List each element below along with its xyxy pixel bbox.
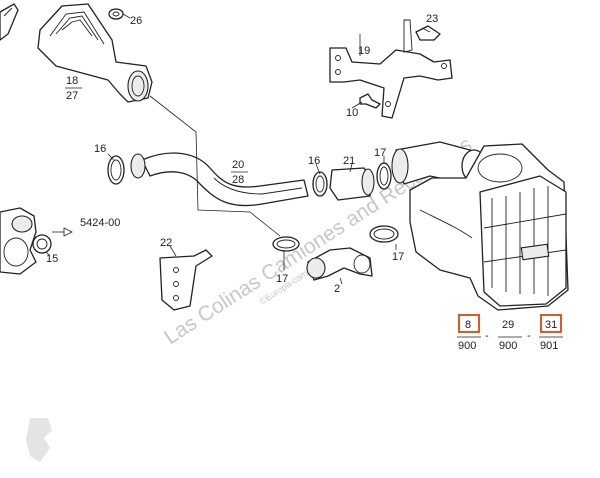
ref-8-highlight-box <box>458 314 480 333</box>
label-16-left: 16 <box>94 143 106 155</box>
label-27: 27 <box>66 90 78 102</box>
ref-8-number: 8 <box>465 319 471 331</box>
elbow-hose-2 <box>306 247 373 281</box>
label-22: 22 <box>160 237 172 249</box>
clamp-17-middle <box>369 225 399 243</box>
reference-codes: 8 900 - 29 900 - 31 901 <box>457 314 563 352</box>
bolt-10 <box>359 93 381 109</box>
label-18: 18 <box>66 75 78 87</box>
label-2: 2 <box>334 283 340 295</box>
coupler-21 <box>329 167 375 201</box>
leader-26 <box>122 13 131 19</box>
ref-separator-1: - <box>485 330 489 342</box>
clamp-17-lower <box>272 236 300 252</box>
label-17-lower: 17 <box>276 273 288 285</box>
left-pipe-part <box>0 207 37 275</box>
clamp-17-top <box>376 162 392 190</box>
label-17-top: 17 <box>374 147 386 159</box>
hose-20-28 <box>141 152 309 207</box>
label-17-middle: 17 <box>392 251 404 263</box>
label-5424-00: 5424-00 <box>80 217 120 229</box>
label-20: 20 <box>232 159 244 171</box>
bolt-23 <box>415 25 441 41</box>
clip-26 <box>108 8 124 20</box>
watermark-logo <box>26 418 52 462</box>
air-intake-duct <box>37 3 153 103</box>
clamp-16-left <box>107 153 146 185</box>
ref-29-code: 900 <box>499 340 517 352</box>
leader-lines <box>45 27 431 285</box>
label-10: 10 <box>346 107 358 119</box>
label-26: 26 <box>130 15 142 27</box>
ref-31-highlight-box <box>540 314 562 333</box>
ref-8-code: 900 <box>458 340 476 352</box>
clamp-15 <box>32 234 52 254</box>
label-23: 23 <box>426 13 438 25</box>
label-15: 15 <box>46 253 58 265</box>
corner-part-top-left <box>0 3 19 41</box>
ref-separator-2: - <box>527 330 531 342</box>
bracket-19 <box>329 19 453 119</box>
label-21: 21 <box>343 155 355 167</box>
bracket-22 <box>159 249 213 311</box>
label-28: 28 <box>232 174 244 186</box>
air-filter-housing <box>409 143 569 311</box>
label-16-right: 16 <box>308 155 320 167</box>
label-19: 19 <box>358 45 370 57</box>
clamp-16-right <box>312 171 328 197</box>
ref-29-number: 29 <box>502 319 514 331</box>
ref-31-number: 31 <box>545 319 557 331</box>
ref-31-code: 901 <box>540 340 558 352</box>
